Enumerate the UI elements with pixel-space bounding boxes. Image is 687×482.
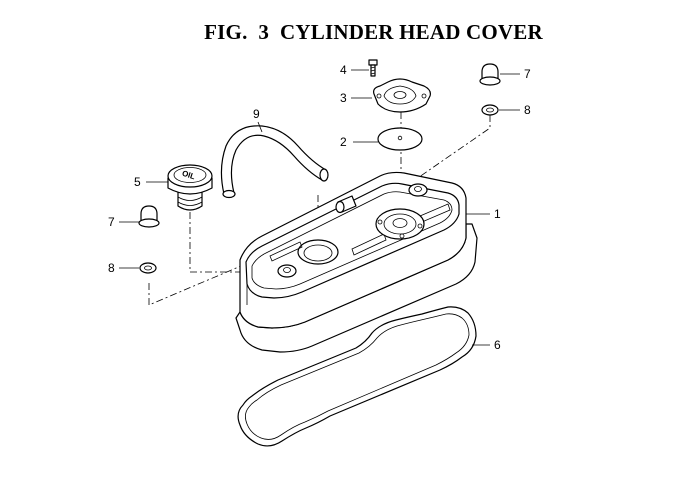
breather-cover-part-3 <box>373 78 431 113</box>
cover-top-rim <box>251 191 453 290</box>
breather-cover-hole-a <box>376 93 382 99</box>
hose-end-lower <box>222 189 236 199</box>
breather-cover-plate <box>373 78 431 113</box>
figure-title: FIG. 3 CYLINDER HEAD COVER <box>204 20 543 44</box>
cap-nut-part-7-left <box>138 205 160 228</box>
callout-6: 6 <box>494 338 501 352</box>
cover-oil-filler-opening <box>297 239 339 265</box>
cover-stud-boss-right <box>408 183 428 197</box>
diaphragm-disc <box>377 127 423 151</box>
gasket-part-6 <box>237 306 477 447</box>
washer-right-outer <box>481 104 499 116</box>
cap-nut-right-flange <box>479 76 501 86</box>
cap-thread-line-1 <box>177 196 203 201</box>
cover-stud-hole-left <box>283 267 291 273</box>
oil-filler-cap-part-5: OIL <box>167 164 213 211</box>
hose-end-right <box>319 168 329 182</box>
cover-top-edge <box>245 182 460 299</box>
cap-oil-marking: OIL <box>181 169 197 182</box>
washer-left-outer <box>139 262 157 274</box>
leader-9 <box>257 121 263 133</box>
cap-nut-right-body <box>481 63 499 81</box>
callout-4: 4 <box>340 63 347 77</box>
callout-9: 9 <box>253 107 260 121</box>
cap-top <box>167 164 213 188</box>
callout-7-right: 7 <box>524 67 531 81</box>
breather-cover-hole-b <box>421 93 427 99</box>
cap-nut-part-7-right <box>479 63 501 86</box>
cap-nut-left-body <box>140 205 158 223</box>
screw-thread <box>370 66 376 75</box>
hose-body <box>220 125 327 195</box>
cover-breather-boss-inner <box>383 213 417 235</box>
gasket-inner <box>245 313 470 440</box>
diaphragm-part-2 <box>377 127 423 151</box>
cover-stud-hole-right <box>414 186 422 192</box>
gasket-outer <box>237 306 477 447</box>
cap-thread <box>177 191 203 211</box>
callout-2: 2 <box>340 135 347 149</box>
callout-8-right: 8 <box>524 103 531 117</box>
cover-breather-boss <box>375 208 425 240</box>
cover-oil-filler-inner <box>303 244 333 262</box>
leader-lines <box>119 69 520 346</box>
cover-stud-boss-left <box>277 264 297 278</box>
cover-rib-3 <box>269 241 303 262</box>
washer-part-8-left <box>139 262 157 274</box>
cap-nut-left-flange <box>138 218 160 228</box>
callout-5: 5 <box>134 175 141 189</box>
cap-top-inner <box>173 167 207 183</box>
screw-head <box>368 59 378 66</box>
washer-left-inner <box>144 265 152 271</box>
callout-1: 1 <box>494 207 501 221</box>
cover-rib-1 <box>351 233 387 256</box>
breather-cover-center <box>393 91 407 99</box>
diaphragm-center <box>397 135 403 141</box>
cover-screw-hole-a <box>377 219 383 225</box>
guide-line-left-washer <box>148 189 421 306</box>
breather-cover-dome <box>383 85 417 105</box>
cover-screw-hole-b <box>417 223 423 229</box>
cover-screw-hole-c <box>399 233 405 239</box>
washer-right-inner <box>486 107 494 113</box>
callout-7-left: 7 <box>108 215 115 229</box>
callout-8-left: 8 <box>108 261 115 275</box>
breather-hose-part-9 <box>220 125 329 199</box>
cylinder-head-cover-part-1 <box>235 171 478 353</box>
cover-hose-nipple-end <box>335 200 345 214</box>
cover-breather-hole <box>392 218 408 228</box>
callout-3: 3 <box>340 91 347 105</box>
callout-numbers: 1 2 3 4 5 6 7 7 8 8 9 <box>108 63 531 352</box>
screw-part-4 <box>368 59 378 77</box>
washer-part-8-right <box>481 104 499 116</box>
cap-thread-line-2 <box>177 201 203 206</box>
